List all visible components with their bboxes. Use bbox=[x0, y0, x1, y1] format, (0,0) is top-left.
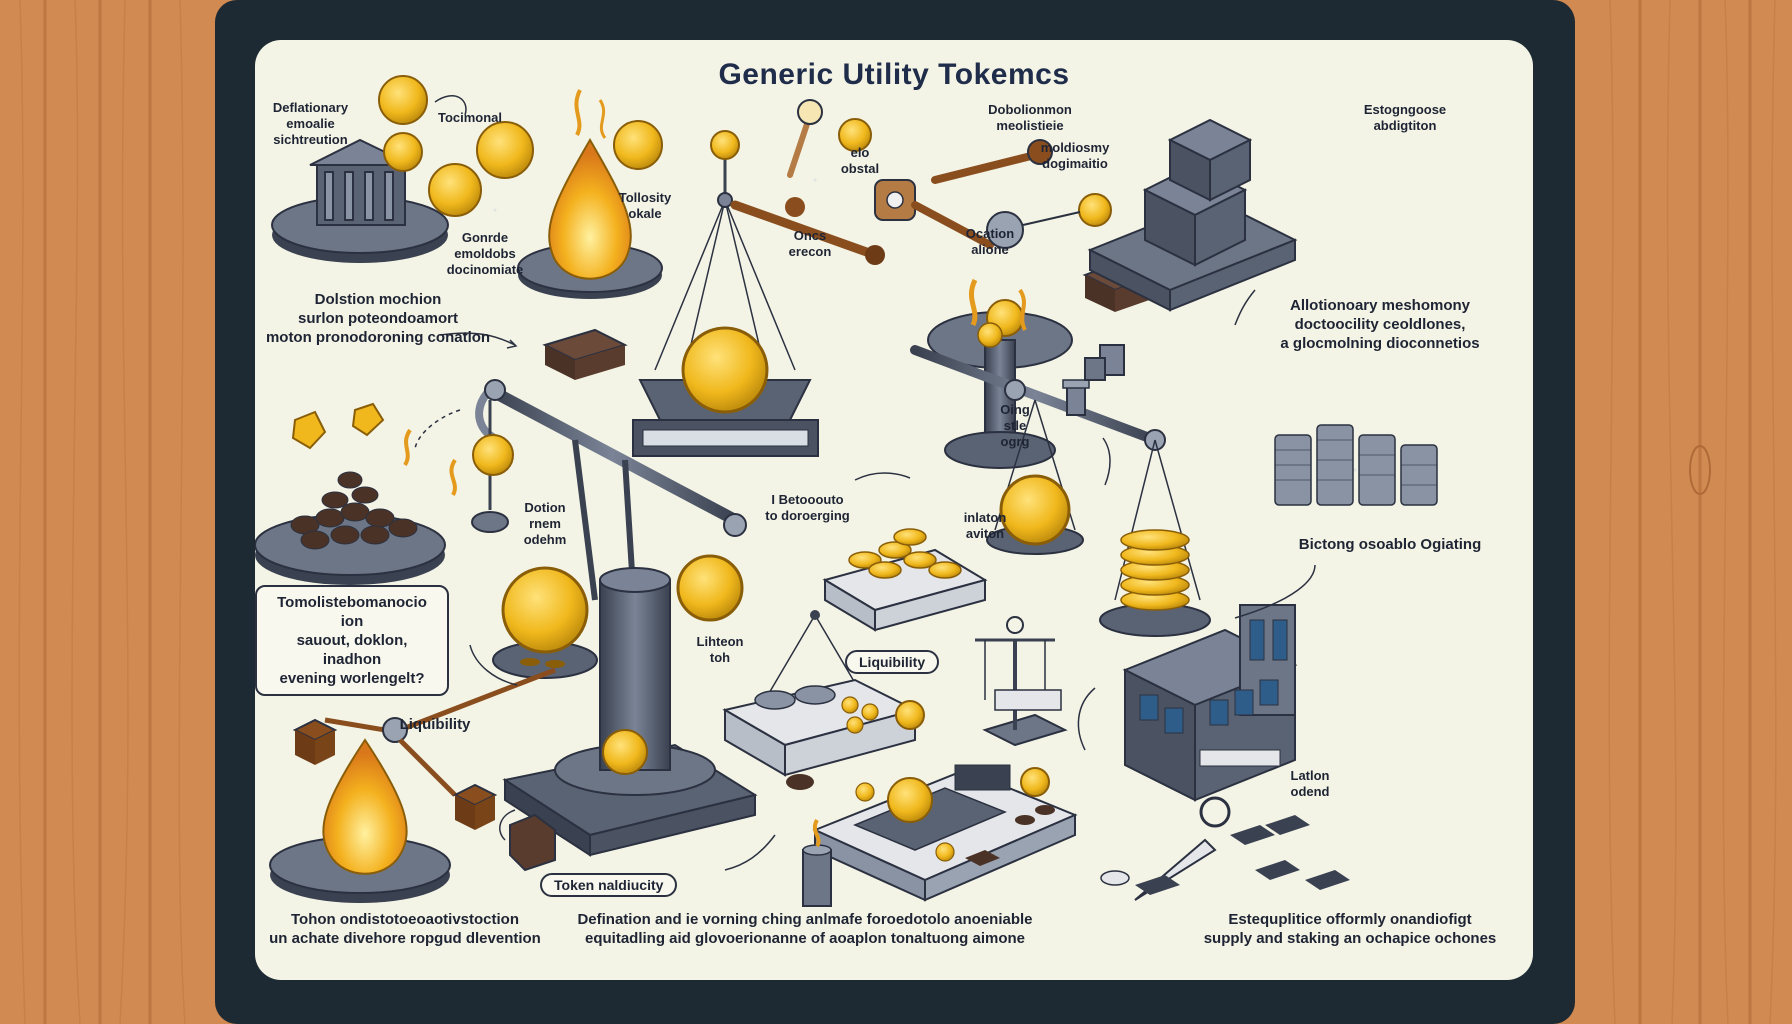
infographic-board: Generic Utility Tokemcs Deflationary emo… bbox=[255, 40, 1533, 980]
label-tocimonal: Tocimonal bbox=[437, 110, 503, 125]
candle bbox=[802, 818, 832, 907]
page-title: Generic Utility Tokemcs bbox=[718, 58, 1070, 91]
label-dobolionmon: Dobolionmon meolistieie bbox=[988, 102, 1072, 133]
right-scale bbox=[910, 345, 1211, 637]
scale-arm-top bbox=[730, 197, 885, 265]
token-pill: Token naldiucity bbox=[540, 873, 678, 897]
label-deflationary: Deflationary emoalie sichtreution bbox=[272, 100, 349, 147]
coin-board bbox=[812, 764, 1078, 902]
central-scale bbox=[632, 130, 819, 457]
label-betooouto: I Betooouto to doroerging bbox=[765, 492, 850, 523]
small-cylinders bbox=[1084, 344, 1125, 381]
tokenomics-illustration bbox=[255, 75, 1438, 907]
label-tomolistebomanocio: Tomolistebomanocio ion sauout, doklon, i… bbox=[277, 594, 427, 687]
stone-pile bbox=[255, 471, 446, 585]
label-oncs: Oncs erecon bbox=[788, 228, 832, 259]
label-right-mechanism: Allotionoary meshomony doctoocility ceol… bbox=[1280, 297, 1480, 352]
label-tollosity: Tollosity okale bbox=[618, 190, 672, 221]
label-lihteon: Lihteon toh bbox=[696, 634, 744, 665]
label-ocation: Ocation alione bbox=[965, 226, 1015, 257]
bottom-right-items bbox=[1100, 796, 1350, 901]
label-gonrde: Gonrde emoldobs docinomiate bbox=[446, 230, 524, 277]
coin-tray bbox=[822, 528, 988, 632]
main-column bbox=[502, 554, 814, 857]
burn-flame-top bbox=[517, 89, 663, 299]
gold-gems bbox=[291, 402, 457, 496]
label-dotion: Dotion rnem odehm bbox=[523, 500, 567, 547]
label-moldiosmy: moldiosmy dogimaitio bbox=[1040, 140, 1110, 171]
flow-arrows bbox=[414, 289, 1316, 871]
label-bottom-left: Tohon ondistotoeoaotivstoction un achate… bbox=[269, 911, 541, 947]
label-liquibility-mid: Liquibility bbox=[845, 650, 940, 674]
burn-flame-bottom bbox=[269, 667, 556, 903]
data-cabinet bbox=[1122, 604, 1298, 802]
stand-scale bbox=[975, 616, 1068, 747]
label-bictong: Bictong osoablo Ogiating bbox=[1298, 536, 1482, 553]
lower-scale-tray bbox=[722, 610, 925, 777]
callout-tomolistebomanocio: Tomolistebomanocio ion sauout, doklon, i… bbox=[255, 585, 449, 696]
temple-platform bbox=[271, 138, 449, 263]
label-bottom-center: Defination and ie vorning ching anlmafe … bbox=[577, 911, 1033, 947]
label-deletion-mechanism: Dolstion mochion surlon poteondoamort mo… bbox=[265, 291, 491, 346]
label-bottom-right: Estequplitice offormly onandiofigt suppl… bbox=[1203, 911, 1497, 947]
main-lever bbox=[471, 379, 747, 621]
label-latlon: Latlon odend bbox=[1290, 768, 1330, 799]
coin-stacks bbox=[1274, 424, 1438, 506]
label-elo-obstal: elo obstal bbox=[840, 145, 880, 176]
label-inlaton: inlaton aviton bbox=[963, 510, 1007, 541]
stacked-building bbox=[1087, 118, 1298, 312]
left-dish-coin bbox=[492, 566, 598, 679]
label-oing: Oing stle ogrg bbox=[1000, 402, 1030, 449]
label-estogngoose: Estogngoose abdigtiton bbox=[1363, 102, 1447, 133]
temple-coins bbox=[378, 75, 663, 217]
label-liquibility-left: Liquibility bbox=[399, 716, 471, 733]
lever-assembly bbox=[787, 99, 1112, 249]
